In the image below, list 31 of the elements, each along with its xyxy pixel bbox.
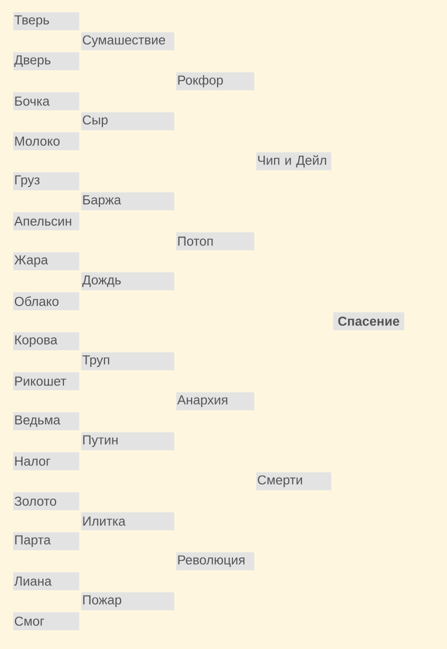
bracket-entry: Чип и Дейл: [256, 152, 332, 170]
bracket-entry: Бочка: [13, 92, 80, 110]
bracket-entry: Революция: [176, 552, 254, 570]
bracket-entry: Рикошет: [13, 372, 80, 390]
bracket-entry: Дождь: [81, 272, 174, 290]
bracket-entry: Лиана: [13, 572, 80, 590]
bracket-entry: Груз: [13, 172, 80, 190]
bracket-entry: Апельсин: [13, 212, 80, 230]
bracket-entry: Облако: [13, 292, 80, 310]
bracket-entry: Баржа: [81, 192, 174, 210]
bracket-entry: Путин: [81, 432, 174, 450]
bracket-entry: Золото: [13, 492, 80, 510]
bracket-entry: Труп: [81, 352, 174, 370]
bracket-entry: Пожар: [81, 592, 174, 610]
bracket-entry: Ведьма: [13, 412, 80, 430]
bracket-entry: Налог: [13, 452, 80, 470]
bracket-entry: Молоко: [13, 132, 80, 150]
bracket-entry: Илитка: [81, 512, 174, 530]
bracket-entry: Анархия: [176, 392, 254, 410]
bracket-entry: Дверь: [13, 52, 80, 70]
bracket-entry: Смерти: [256, 472, 332, 490]
bracket-entry: Тверь: [13, 12, 80, 30]
bracket-entry: Сумашествие: [81, 32, 174, 50]
bracket-entry: Потоп: [176, 232, 254, 250]
bracket-entry: Рокфор: [176, 72, 254, 90]
bracket-entry: Смог: [13, 612, 80, 630]
bracket-entry: Парта: [13, 532, 80, 550]
winner-entry: Спасение: [333, 312, 404, 330]
bracket-entry: Корова: [13, 332, 80, 350]
bracket-entry: Сыр: [81, 112, 174, 130]
bracket-entry: Жара: [13, 252, 80, 270]
